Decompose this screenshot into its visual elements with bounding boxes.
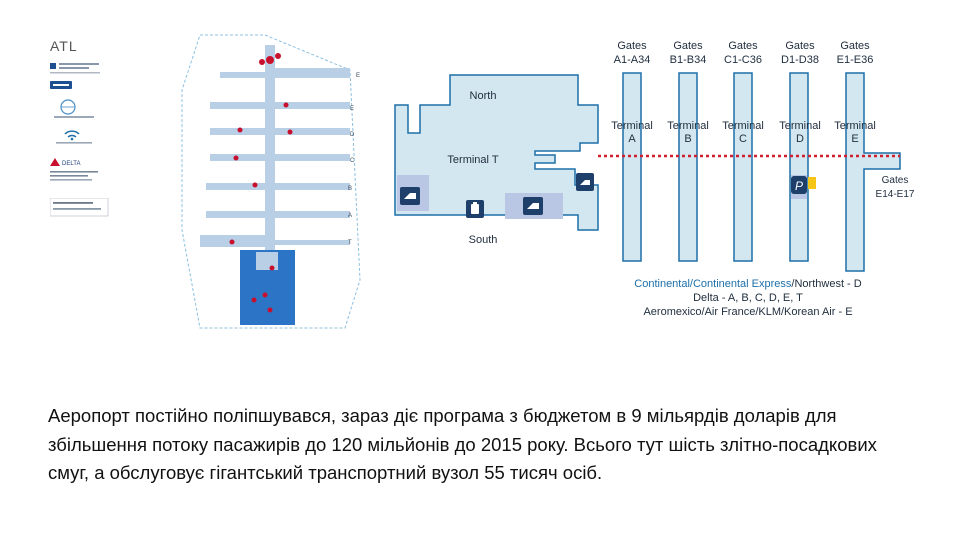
airline-line-1-suffix: /Northwest - D [791,278,861,290]
luggage-icon [466,200,484,218]
gate-headers: Gates A1-A34 Gates B1-B34 Gates C1-C36 G… [614,40,874,66]
terminal-e-letter: E [851,133,858,145]
gates-d-range: D1-D38 [781,54,819,66]
gates-b-range: B1-B34 [670,54,707,66]
airline-line-2: Delta - A, B, C, D, E, T [693,292,803,304]
legend-item-globe [50,98,100,125]
gates-c-range: C1-C36 [724,54,762,66]
svg-text:P: P [795,179,803,193]
concourse-label: C [350,158,355,164]
terminal-b-label: Terminal [667,120,709,132]
concourse-label: B [348,186,352,192]
delta-logo-icon: DELTA [50,158,98,181]
terminal-labels: Terminal A Terminal B Terminal C Termina… [611,120,876,145]
airline-line-1-prefix: Continental/Continental Express [634,278,792,290]
concourse-bars [200,68,350,247]
concourse-label: E [350,106,354,112]
description-paragraph: Аеропорт постійно поліпшувався, зараз ді… [48,405,877,483]
concourse-label: E [356,73,360,79]
parking-icon: P [791,176,807,194]
terminal-atrium [256,252,278,270]
terminal-t-label: Terminal T [447,154,498,166]
airport-authority-logo-icon [50,63,100,74]
concourse-label: A [348,213,352,219]
airline-badge-icon [50,81,72,89]
gates-d-title: Gates [785,40,815,52]
legend-item-wifi [50,125,100,150]
baggage-tag-icon [400,187,420,205]
terminal-c-letter: C [739,133,747,145]
airline-legend: Continental/Continental Express/Northwes… [634,278,862,318]
concourse-piers [622,72,901,272]
wifi-logo-icon [56,130,92,144]
north-label: North [470,90,497,102]
atl-title: ATL [50,38,78,54]
terminal-t-building [394,74,599,231]
terminal-a-label: Terminal [611,120,653,132]
airline-line-3: Aeromexico/Air France/KLM/Korean Air - E [643,306,852,318]
terminal-b-letter: B [684,133,691,145]
globe-logo-icon [54,99,94,118]
gates-e-title: Gates [840,40,870,52]
terminal-d-letter: D [796,133,804,145]
concourse-label: D [350,132,355,138]
terminal-d-label: Terminal [779,120,821,132]
terminal-c-label: Terminal [722,120,764,132]
terminal-a-letter: A [628,133,636,145]
concourse-label: T [348,240,352,246]
gates-b-title: Gates [673,40,703,52]
baggage-tag-icon [576,173,594,191]
gates-a-title: Gates [617,40,647,52]
terminal-e-label: Terminal [834,120,876,132]
airport-overview-map: E E D C B A T [181,34,361,329]
gates-c-title: Gates [728,40,758,52]
legend-item-delta: DELTA [50,158,110,191]
gates-e14-range: E14-E17 [876,189,915,200]
gates-e14-title: Gates [882,175,909,186]
legend-item-badge [50,78,80,96]
legend-item-partner [49,197,110,223]
partner-box-icon [49,197,109,217]
terminal-detail-map: Gates A1-A34 Gates B1-B34 Gates C1-C36 G… [394,40,915,318]
airline-line-1: Continental/Continental Express/Northwes… [634,278,862,290]
gates-e-range: E1-E36 [837,54,874,66]
gates-a-range: A1-A34 [614,54,651,66]
delta-label: DELTA [62,161,80,167]
airfield-border [181,34,361,329]
legend-item-authority [50,62,110,81]
south-label: South [469,234,498,246]
concourse-letter-labels: E E D C B A T [348,73,360,246]
mini-map-markers [229,53,293,313]
baggage-tag-icon [523,197,543,215]
parking-marker [808,177,816,189]
